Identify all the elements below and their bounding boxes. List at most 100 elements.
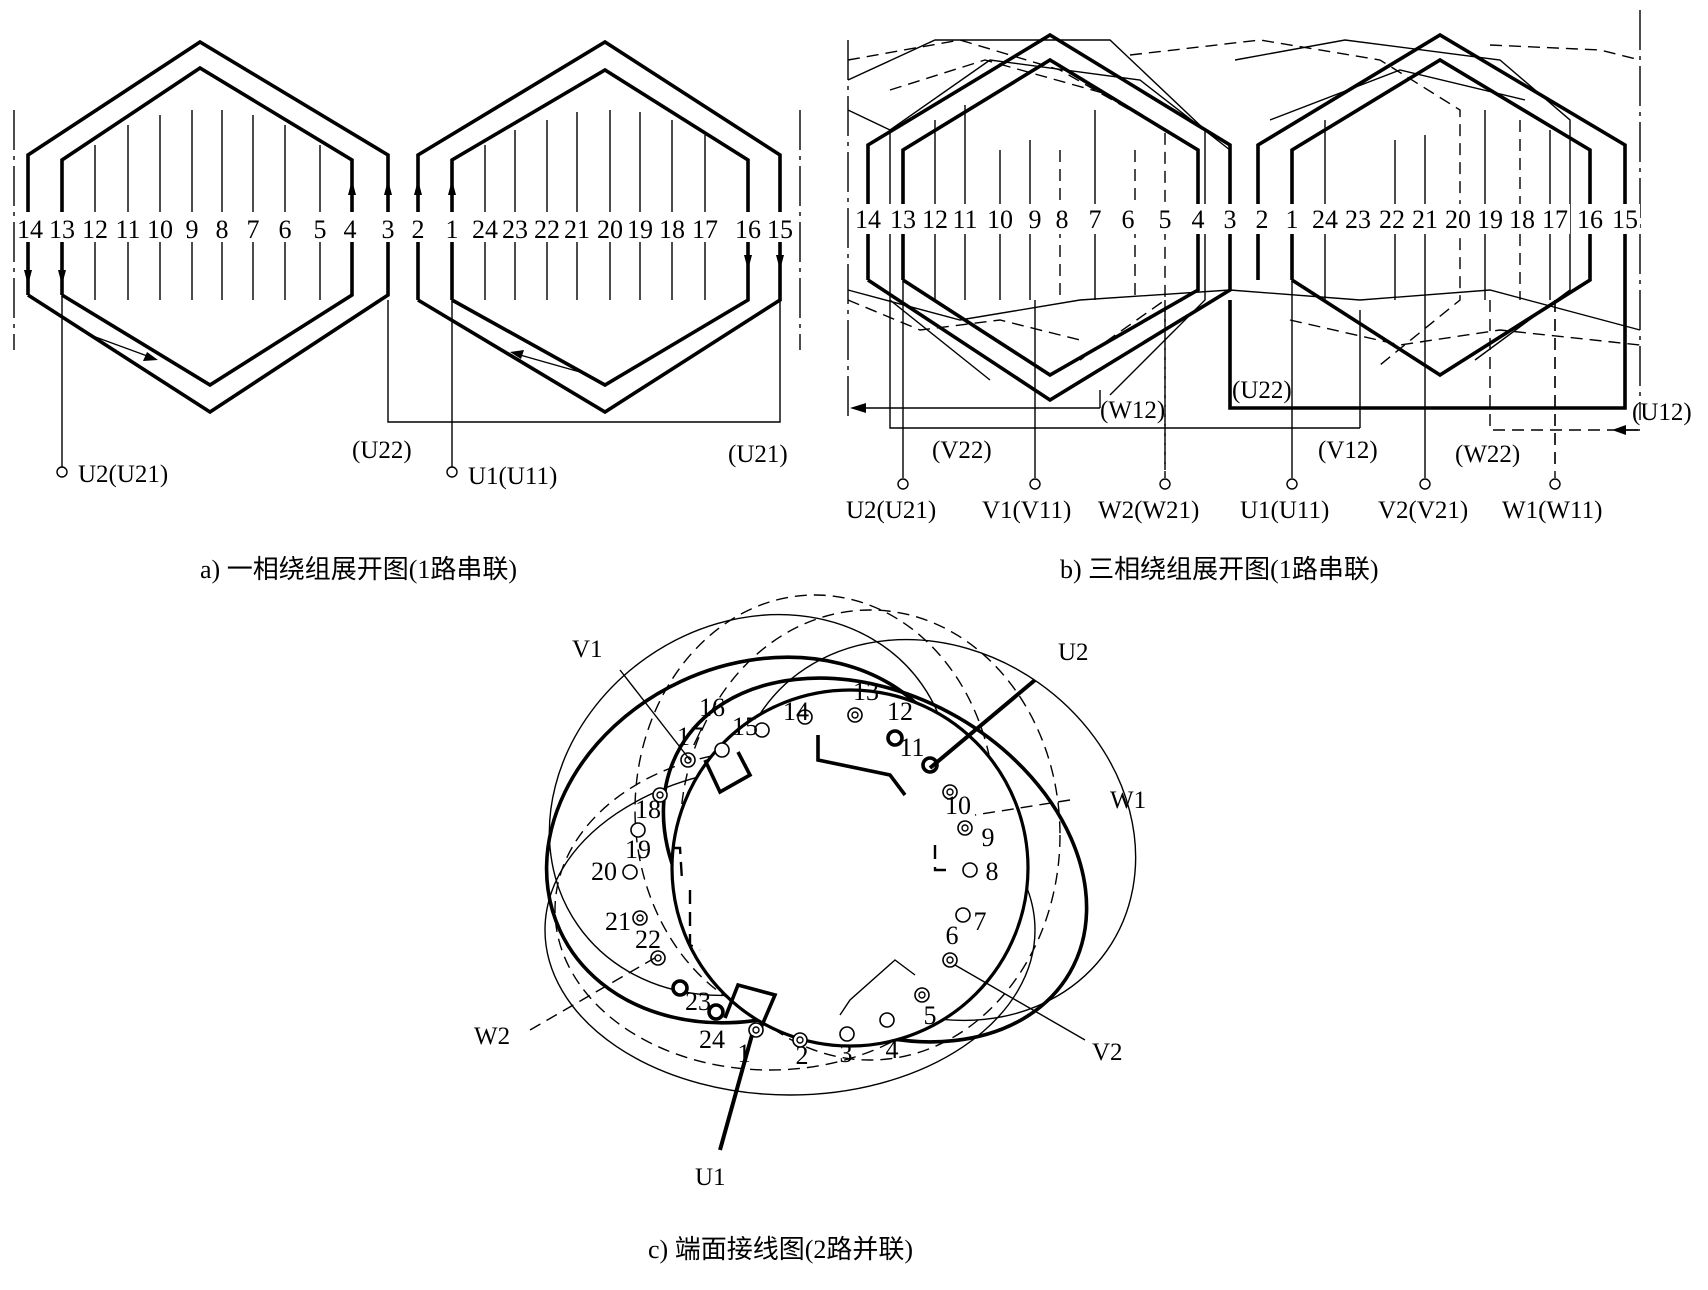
panel-c-slot-terminal [955, 907, 971, 923]
panel-c-connection-arcs [672, 735, 950, 1031]
panel-c-slot-terminal [632, 910, 648, 926]
panel-a-slot-number: 14 [17, 215, 43, 244]
panel-b-slot-number: 1 [1286, 205, 1299, 234]
panel-b-label-v22: (V22) [932, 437, 992, 464]
panel-a-label-u22: (U22) [352, 437, 412, 464]
panel-b-label-u12: (U12) [1632, 399, 1692, 426]
panel-b-leads [850, 280, 1640, 490]
panel-a-label-u21: (U21) [728, 441, 788, 468]
panel-c-slot-number: 5 [924, 1001, 937, 1030]
panel-b-terminal-w1: W1(W11) [1502, 497, 1602, 524]
panel-a-slot-number: 9 [186, 215, 199, 244]
panel-b-slot-number: 9 [1029, 205, 1042, 234]
panel-a-slot-number: 18 [659, 215, 685, 244]
panel-b-slot-number: 23 [1345, 205, 1371, 234]
panel-c-slot-number: 9 [982, 823, 995, 852]
panel-b-label-w22: (W22) [1455, 441, 1520, 468]
panel-a-slot-number: 15 [767, 215, 793, 244]
panel-b-u-coil-left-inner [901, 57, 1200, 378]
panel-a-slot-number: 22 [534, 215, 560, 244]
panel-b-terminal-v1: V1(V11) [982, 497, 1071, 524]
panel-c-slot-number: 18 [635, 795, 661, 824]
panel-b-label-u22: (U22) [1232, 377, 1292, 404]
panel-a-right-coil-outer [416, 39, 782, 415]
panel-c-slot-terminal [754, 722, 770, 738]
panel-b-w-phase-coils [847, 39, 1641, 470]
panel-a-slot-number: 19 [627, 215, 653, 244]
panel-c-slot-number: 23 [685, 987, 711, 1016]
panel-b-slot-number: 15 [1612, 205, 1638, 234]
panel-b-slot-number: 2 [1256, 205, 1269, 234]
panel-b-slot-number: 8 [1056, 205, 1069, 234]
panel-a-terminal-u1 [446, 466, 458, 478]
panel-c-slot-terminal [962, 862, 978, 878]
panel-a-slot-number: 5 [314, 215, 327, 244]
panel-b-label-w12: (W12) [1100, 397, 1165, 424]
panel-c-lead-w2: W2 [474, 1023, 510, 1050]
panel-b-u-coil-right-outer [1256, 32, 1627, 280]
panel-c-phase-leads [529, 669, 1086, 1151]
panel-c-slot-number: 8 [986, 857, 999, 886]
panel-c-slot-number: 24 [699, 1025, 725, 1054]
panel-b-terminal-u1: U1(U11) [1240, 497, 1329, 524]
panel-c-slot-number: 15 [732, 712, 758, 741]
panel-a-slot-number: 11 [115, 215, 140, 244]
panel-c-slot-terminal [650, 950, 666, 966]
panel-a-left-coil-outer [26, 39, 390, 415]
panel-c-slot-terminal [652, 787, 668, 803]
panel-c-slot-terminal [957, 820, 973, 836]
panel-a-slot-number: 12 [82, 215, 108, 244]
panel-a-jumper-u22-u21 [387, 300, 781, 423]
panel-c-slot-number: 14 [783, 697, 809, 726]
panel-c-slot-terminal [630, 822, 646, 838]
panel-a-slot-number: 3 [382, 215, 395, 244]
panel-b-slot-number: 12 [922, 205, 948, 234]
panel-a-slot-lines [94, 110, 706, 300]
panel-a-slot-number: 24 [472, 215, 498, 244]
panel-c-slot-terminal [797, 709, 813, 725]
panel-b-u-coil-left-outer [866, 32, 1232, 403]
panel-a-slot-number: 2 [412, 215, 425, 244]
panel-c-slot-terminal [622, 864, 638, 880]
panel-b-slot-number: 10 [987, 205, 1013, 234]
panel-b-terminal-w2: W2(W21) [1098, 497, 1199, 524]
panel-c-slot-terminals [622, 707, 978, 1048]
panel-a-slot-number: 4 [344, 215, 357, 244]
panel-c-slot-number: 13 [853, 677, 879, 706]
panel-b-slot-lines [934, 105, 1551, 300]
panel-b-slot-number: 20 [1445, 205, 1471, 234]
panel-b-slot-number: 21 [1412, 205, 1438, 234]
panel-b-u-jumper [1228, 280, 1627, 410]
panel-c-slot-terminal [714, 742, 730, 758]
panel-b-slot-number: 5 [1159, 205, 1172, 234]
panel-c-slot-number: 11 [899, 733, 924, 762]
panel-c-slot-number: 21 [605, 907, 631, 936]
panel-b-slot-number: 6 [1122, 205, 1135, 234]
panel-b-slot-number: 22 [1379, 205, 1405, 234]
panel-a-label-u2: U2(U21) [78, 461, 168, 488]
panel-b-terminal-v2: V2(V21) [1378, 497, 1468, 524]
panel-b-slot-number: 18 [1509, 205, 1535, 234]
panel-c-slot-terminal [847, 707, 863, 723]
panel-c-lead-u2: U2 [1058, 639, 1089, 666]
panel-c-stator-bore [670, 688, 1030, 1048]
panel-c-slot-terminal [942, 784, 958, 800]
panel-c-lead-w1: W1 [1110, 787, 1146, 814]
panel-b-slot-number: 4 [1192, 205, 1205, 234]
panel-a-slot-number: 20 [597, 215, 623, 244]
panel-b-caption: b) 三相绕组展开图(1路串联) [1060, 555, 1378, 584]
panel-c-slot-number: 2 [796, 1041, 809, 1070]
panel-b-slot-number: 24 [1312, 205, 1338, 234]
panel-c-slot-number: 16 [699, 693, 725, 722]
panel-a-slot-number: 6 [279, 215, 292, 244]
panel-c-slot-number: 22 [635, 925, 661, 954]
panel-c-caption: c) 端面接线图(2路并联) [648, 1235, 913, 1264]
panel-c-slot-terminal [942, 952, 958, 968]
